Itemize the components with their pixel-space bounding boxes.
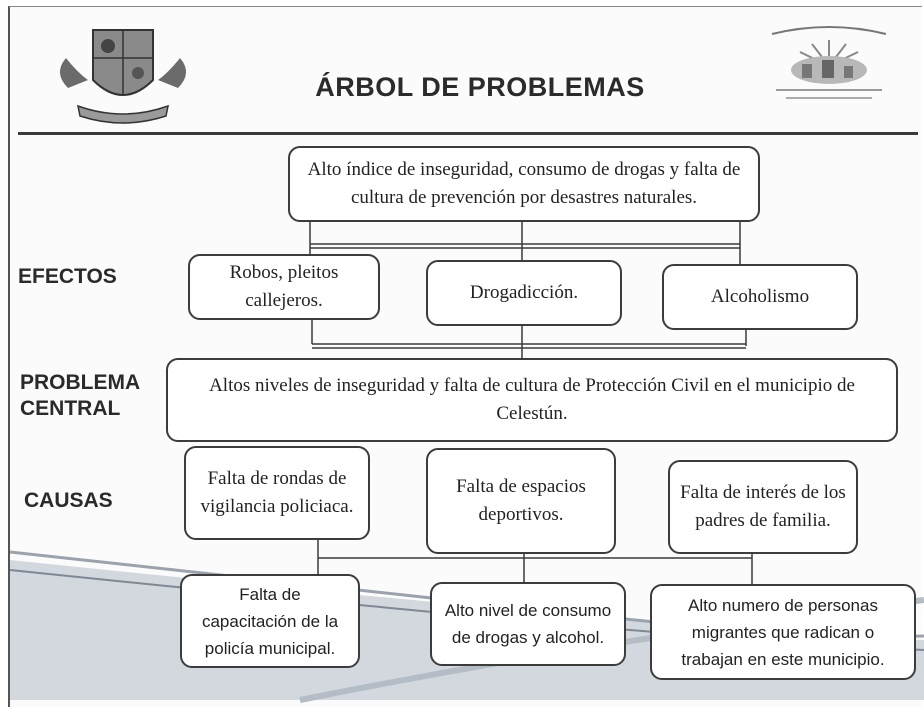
root-cause-text-1: Falta de capacitación de la policía muni…	[201, 584, 339, 658]
page-title: ÁRBOL DE PROBLEMAS	[315, 72, 645, 102]
label-central-line2: CENTRAL	[20, 397, 121, 420]
label-causes: CAUSAS	[24, 489, 113, 512]
root-cause-text-3: Alto numero de personas migrantes que ra…	[681, 595, 885, 669]
label-central-line1: PROBLEMA	[20, 371, 141, 394]
central-problem-box: Altos niveles de inseguridad y falta de …	[166, 358, 898, 442]
top-effect-box: Alto índice de inseguridad, consumo de d…	[288, 146, 760, 222]
effect-box-1: Robos, pleitos callejeros.	[188, 254, 380, 320]
cause-text-1: Falta de rondas de vigilancia policiaca.	[200, 468, 354, 517]
root-cause-box-1: Falta de capacitación de la policía muni…	[180, 574, 360, 668]
cause-text-3: Falta de interés de los padres de famili…	[680, 482, 846, 531]
label-effects: EFECTOS	[18, 265, 117, 288]
top-effect-text: Alto índice de inseguridad, consumo de d…	[307, 159, 741, 208]
effect-text-3: Alcoholismo	[710, 286, 810, 307]
effect-text-2: Drogadicción.	[469, 282, 579, 303]
coat-of-arms-logo	[59, 29, 187, 124]
cause-box-2: Falta de espacios deportivos.	[426, 448, 616, 554]
root-cause-box-2: Alto nivel de consumo de drogas y alcoho…	[430, 582, 626, 666]
root-cause-box-3: Alto numero de personas migrantes que ra…	[650, 584, 916, 680]
root-cause-text-2: Alto nivel de consumo de drogas y alcoho…	[444, 601, 612, 647]
cause-box-3: Falta de interés de los padres de famili…	[668, 460, 858, 554]
cause-box-1: Falta de rondas de vigilancia policiaca.	[184, 446, 370, 540]
central-problem-text: Altos niveles de inseguridad y falta de …	[209, 375, 855, 424]
effect-text-1: Robos, pleitos callejeros.	[229, 262, 339, 311]
title-divider	[18, 132, 918, 135]
civil-protection-emblem	[771, 26, 887, 99]
cause-text-2: Falta de espacios deportivos.	[456, 476, 586, 525]
effect-box-2: Drogadicción.	[426, 260, 622, 326]
effect-box-3: Alcoholismo	[662, 264, 858, 330]
